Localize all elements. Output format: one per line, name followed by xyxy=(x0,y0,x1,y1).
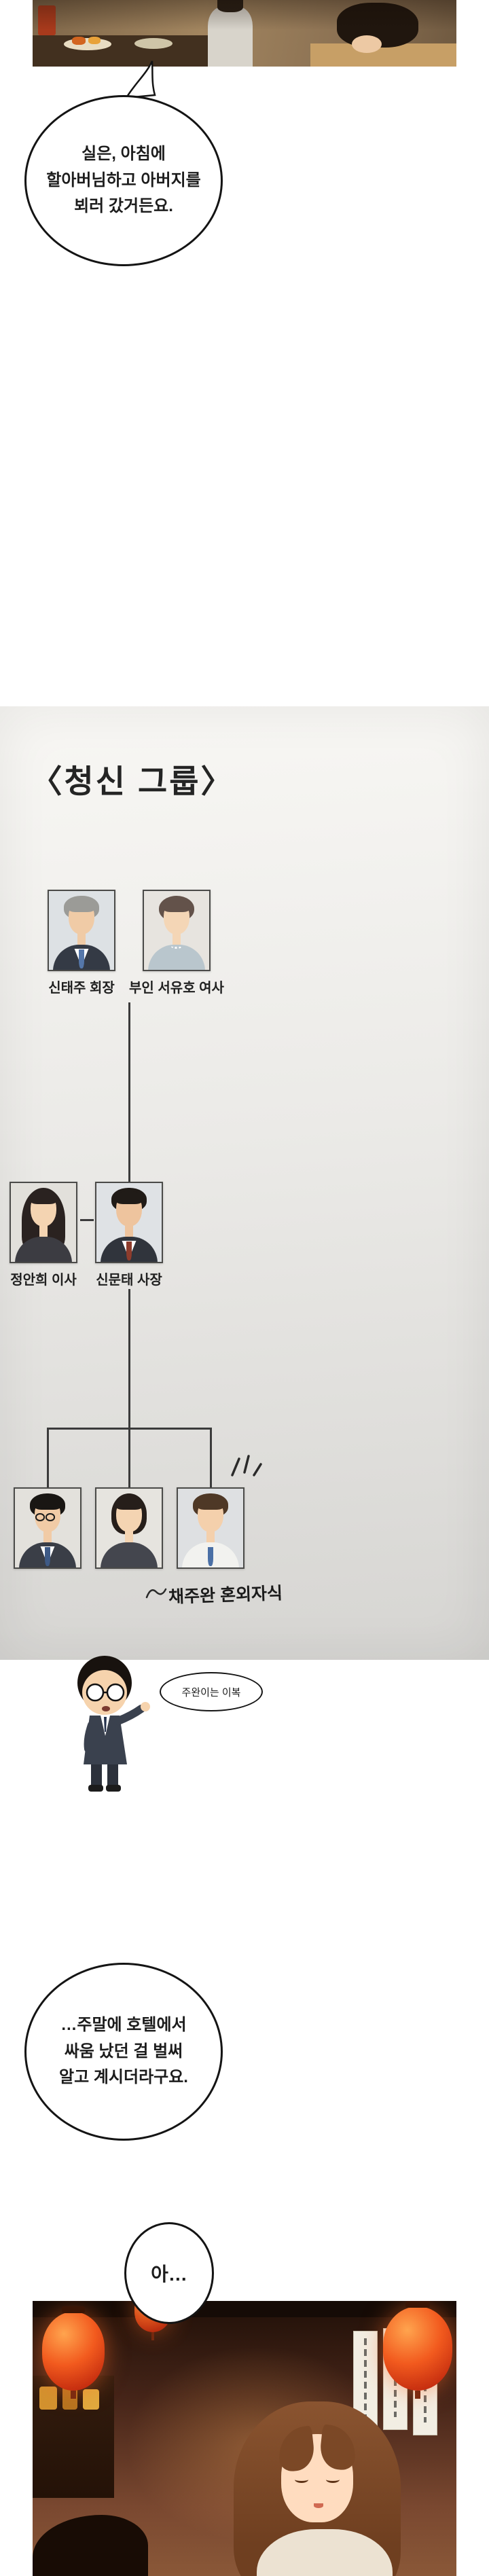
scribble-mark-icon xyxy=(145,1588,167,1599)
portrait-father xyxy=(95,1182,163,1263)
chibi-mouth xyxy=(102,1706,110,1711)
shelf-item-shape xyxy=(83,2389,99,2410)
counter-shape xyxy=(33,35,213,67)
lantern-icon xyxy=(42,2306,105,2399)
tie-shape xyxy=(208,1546,213,1566)
portrait-grandfather xyxy=(48,890,115,971)
tie-shape xyxy=(79,949,84,968)
portrait-grandmother xyxy=(143,890,211,971)
neck-shape xyxy=(206,1528,215,1542)
member-label: 신태주 회장 xyxy=(48,981,115,996)
neck-shape xyxy=(77,930,86,945)
member-label: 정안희 이사 xyxy=(10,1273,77,1288)
glasses-icon xyxy=(86,1683,105,1702)
lantern-icon xyxy=(383,2301,452,2399)
chibi-shoe xyxy=(106,1785,121,1792)
portrait-photo xyxy=(178,1489,243,1567)
family-tree-panel: 〈청신 그룹〉 신태주 회장 부인 서유호 여사 정안희 이사 xyxy=(0,706,489,1660)
eye-shape xyxy=(295,2476,308,2483)
portrait-photo xyxy=(96,1489,162,1567)
glasses-icon xyxy=(106,1683,125,1702)
portrait-photo xyxy=(11,1183,76,1262)
glasses-icon xyxy=(35,1512,56,1521)
portrait-daughter xyxy=(95,1487,163,1569)
bubble-line: 알고 계시더라구요. xyxy=(59,2068,188,2087)
bubble-line: 할아버님하고 아버지를 xyxy=(46,170,201,189)
mouth-shape xyxy=(314,2503,323,2508)
top-scene-panel xyxy=(33,0,456,67)
shadow-overlay xyxy=(33,0,456,67)
tie-shape xyxy=(126,1241,132,1260)
bottom-scene-panel xyxy=(33,2301,456,2576)
neck-shape xyxy=(39,1222,48,1237)
red-sign-shape xyxy=(38,5,56,35)
tree-connector xyxy=(47,1428,49,1487)
food-shape xyxy=(72,37,86,45)
portrait-photo xyxy=(15,1489,80,1567)
wood-beam-shape xyxy=(33,2301,456,2317)
speech-bubble-3: 아… xyxy=(124,2222,214,2324)
bubble-line: 뵈러 갔거든요. xyxy=(74,197,173,216)
fringe-shape xyxy=(115,1496,143,1510)
neck-shape xyxy=(43,1528,52,1542)
portrait-aunt xyxy=(10,1182,77,1263)
chibi-narrator xyxy=(77,1656,150,1792)
standing-figure-shape xyxy=(208,7,253,67)
food-shape xyxy=(88,37,101,44)
bubble-line: 아… xyxy=(151,2264,187,2285)
seated-figure-face-shape xyxy=(352,35,382,53)
dish-shape xyxy=(134,38,173,49)
chibi-tie xyxy=(104,1717,107,1732)
chibi-suit xyxy=(84,1716,127,1764)
necklace-shape xyxy=(171,944,182,949)
neck-shape xyxy=(125,1222,133,1237)
portrait-son-glasses xyxy=(14,1487,82,1569)
tree-connector xyxy=(80,1219,94,1221)
emphasis-marks-icon xyxy=(231,1455,262,1476)
chibi-speech-bubble: 주완이는 이복 xyxy=(160,1672,263,1711)
fringe-shape xyxy=(29,1191,58,1205)
speech-bubble-1: 실은, 아침에 할아버님하고 아버지를 뵈러 갔거든요. xyxy=(24,95,223,266)
member-label: 신문태 사장 xyxy=(96,1273,162,1288)
bubble-line: …주말에 호텔에서 xyxy=(60,2015,187,2034)
tree-connector xyxy=(128,1428,130,1487)
family-tree-title: 〈청신 그룹〉 xyxy=(30,763,235,799)
chibi-shoe xyxy=(88,1785,103,1792)
portrait-photo xyxy=(96,1183,162,1262)
figure-head-shape xyxy=(217,0,243,12)
portrait-photo xyxy=(49,891,114,970)
neck-shape xyxy=(125,1528,133,1542)
fringe-shape xyxy=(67,899,96,913)
tree-connector xyxy=(128,1002,130,1182)
chaejuwan-label: 채주완 혼외자식 xyxy=(168,1584,283,1607)
shoulders-shape xyxy=(100,1542,158,1567)
banner-text-marks xyxy=(364,2338,367,2420)
chibi-pointing-arm xyxy=(114,1705,145,1725)
neck-shape xyxy=(173,930,181,945)
member-label: 부인 서유호 여사 xyxy=(129,981,224,996)
portrait-chaejuwan xyxy=(177,1487,244,1569)
tree-connector xyxy=(210,1428,212,1487)
bubble-line: 주완이는 이복 xyxy=(181,1686,241,1699)
speech-bubble-2: …주말에 호텔에서 싸움 났던 걸 벌써 알고 계시더라구요. xyxy=(24,1963,223,2141)
foreground-silhouette xyxy=(33,2515,148,2576)
portrait-photo xyxy=(144,891,209,970)
fringe-shape xyxy=(33,1496,62,1510)
tree-connector xyxy=(128,1289,130,1428)
chibi-leg xyxy=(107,1763,118,1786)
speech-bubble-tail xyxy=(124,60,156,99)
chibi-leg xyxy=(91,1763,102,1786)
shelf-item-shape xyxy=(39,2387,57,2410)
tie-shape xyxy=(45,1546,50,1566)
chibi-hand xyxy=(141,1702,150,1711)
eye-shape xyxy=(326,2476,340,2483)
fringe-shape xyxy=(196,1496,225,1510)
bubble-line: 실은, 아침에 xyxy=(82,144,166,163)
fringe-shape xyxy=(115,1191,143,1205)
bubble-line: 싸움 났던 걸 벌써 xyxy=(64,2042,183,2061)
fringe-shape xyxy=(162,899,191,913)
